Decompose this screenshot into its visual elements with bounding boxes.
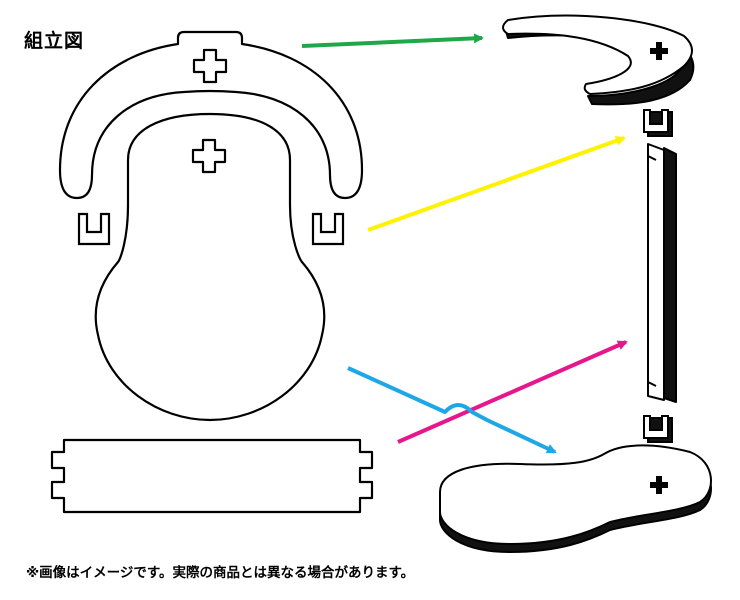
arch-holder-part — [58, 30, 364, 200]
plus-slot-icon — [650, 42, 668, 60]
arrow-magenta — [397, 340, 628, 444]
post-3d-part — [647, 143, 677, 403]
peg-clip-right — [311, 212, 345, 246]
base-plate-part — [50, 438, 374, 514]
plus-slot-icon — [650, 476, 668, 494]
disclaimer-note: ※画像はイメージです。実際の商品とは異なる場合があります。 — [26, 565, 415, 581]
diagram-title: 組立図 — [24, 30, 85, 52]
peg-clip-3d-top — [643, 109, 673, 137]
peg-clip-3d-bottom — [643, 415, 673, 443]
arrow-yellow — [367, 136, 626, 232]
arch-3d-part — [502, 14, 695, 106]
base-3d-part — [439, 444, 712, 553]
plus-slot-icon — [192, 48, 228, 84]
plus-slot-icon — [191, 138, 227, 174]
arrow-blue — [347, 366, 557, 454]
peg-clip-left — [77, 212, 111, 246]
arrow-green — [301, 33, 484, 48]
gourd-stand-part — [94, 112, 326, 422]
